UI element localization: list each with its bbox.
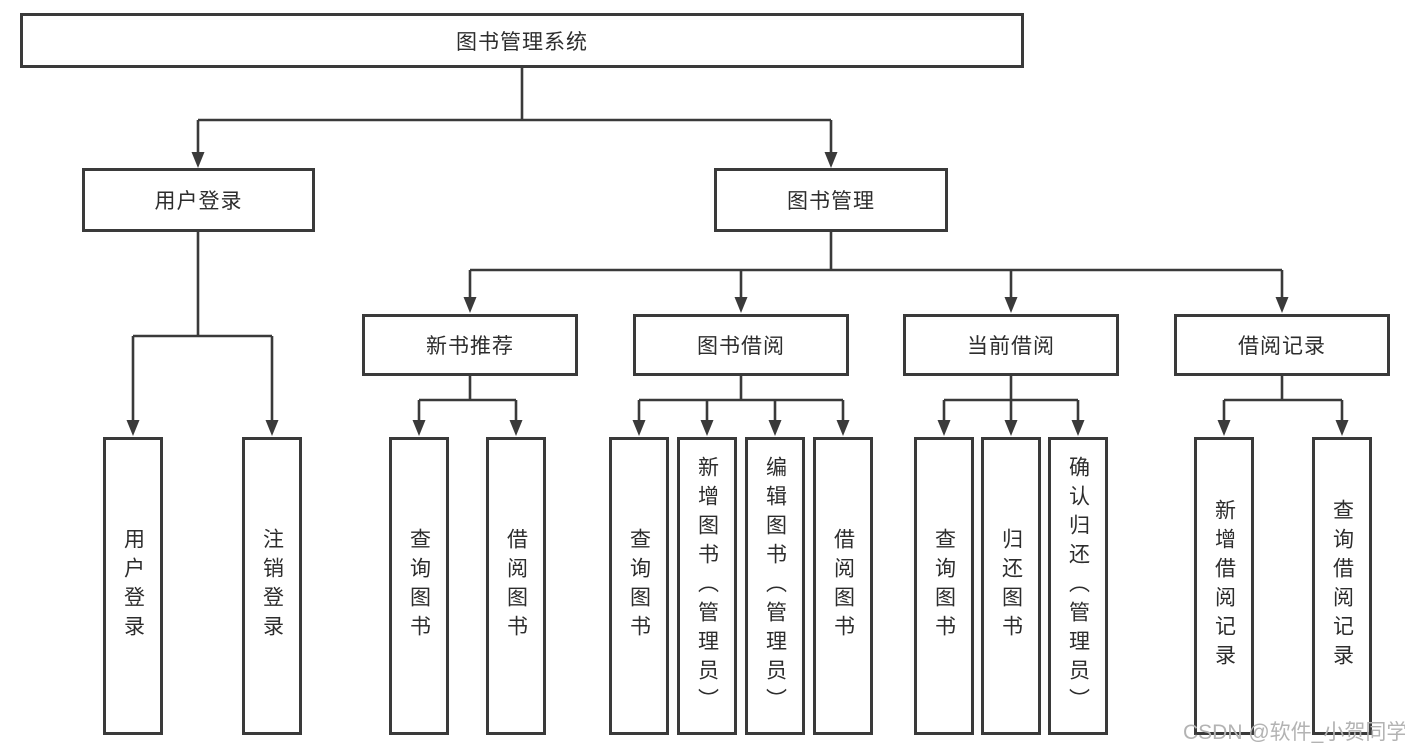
leaf-edit-book-admin: 编辑图书（管理员） xyxy=(745,437,805,735)
watermark: CSDN @软件_小贺同学 xyxy=(1183,721,1405,744)
node-library-system: 图书管理系统 xyxy=(20,13,1024,68)
node-label: 用户登录 xyxy=(154,190,243,213)
node-new-book-recommend: 新书推荐 xyxy=(362,314,578,376)
node-label: 借阅记录 xyxy=(1238,335,1326,358)
leaf-query-books-borrow: 查询图书 xyxy=(609,437,669,735)
node-label: 用户登录 xyxy=(121,528,145,644)
node-label: 借阅图书 xyxy=(504,528,528,644)
node-label: 注销登录 xyxy=(260,528,284,644)
node-label: 查询图书 xyxy=(627,528,651,644)
node-current-borrow: 当前借阅 xyxy=(903,314,1119,376)
leaf-return-book: 归还图书 xyxy=(981,437,1041,735)
node-book-borrow: 图书借阅 xyxy=(633,314,849,376)
node-label: 确认归还（管理员） xyxy=(1066,455,1090,717)
leaf-add-book-admin: 新增图书（管理员） xyxy=(677,437,737,735)
node-user-login: 用户登录 xyxy=(82,168,315,232)
node-label: 新增图书（管理员） xyxy=(695,455,719,717)
node-label: 图书管理 xyxy=(787,190,875,213)
leaf-query-books-recommend: 查询图书 xyxy=(389,437,449,735)
leaf-logout-login: 注销登录 xyxy=(242,437,302,735)
node-label: 查询借阅记录 xyxy=(1330,499,1354,673)
node-label: 归还图书 xyxy=(999,528,1023,644)
node-label: 图书管理系统 xyxy=(456,30,588,54)
node-borrow-records: 借阅记录 xyxy=(1174,314,1390,376)
node-label: 查询图书 xyxy=(932,528,956,644)
node-label: 新增借阅记录 xyxy=(1212,499,1236,673)
leaf-add-borrow-record: 新增借阅记录 xyxy=(1194,437,1254,735)
leaf-user-login: 用户登录 xyxy=(103,437,163,735)
node-book-management: 图书管理 xyxy=(714,168,948,232)
node-label: 新书推荐 xyxy=(426,335,514,358)
leaf-borrow-books-borrow: 借阅图书 xyxy=(813,437,873,735)
leaf-confirm-return-admin: 确认归还（管理员） xyxy=(1048,437,1108,735)
leaf-borrow-books-recommend: 借阅图书 xyxy=(486,437,546,735)
leaf-query-borrow-record: 查询借阅记录 xyxy=(1312,437,1372,735)
leaf-query-books-current: 查询图书 xyxy=(914,437,974,735)
node-label: 当前借阅 xyxy=(967,335,1055,358)
node-label: 编辑图书（管理员） xyxy=(763,455,787,717)
node-label: 查询图书 xyxy=(407,528,431,644)
node-label: 图书借阅 xyxy=(697,335,785,358)
node-label: 借阅图书 xyxy=(831,528,855,644)
